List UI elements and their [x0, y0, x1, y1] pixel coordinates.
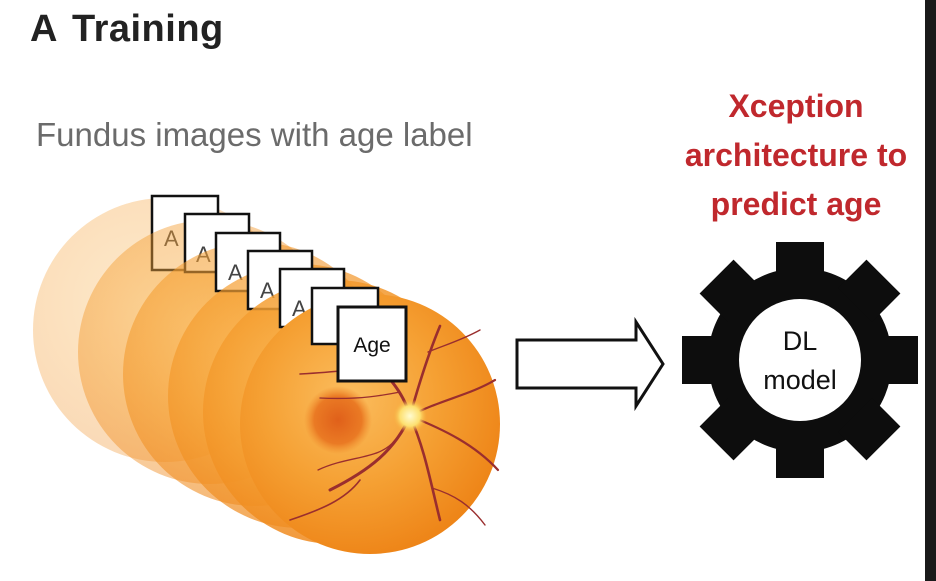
- panel-letter: A: [30, 8, 58, 50]
- model-label-line-2: model: [763, 365, 837, 395]
- model-label-line-1: DL: [783, 326, 818, 356]
- model-caption-line-1: Xception: [728, 88, 864, 124]
- macula: [304, 386, 372, 454]
- fundus-image-front: Age: [240, 286, 500, 554]
- right-border: [925, 0, 936, 581]
- panel-title-text: Training: [71, 8, 224, 50]
- fundus-stack: A A A A A: [33, 194, 500, 554]
- model-caption-line-2: architecture to: [684, 137, 908, 173]
- fundus-images-subtitle: Fundus images with age label: [36, 116, 473, 153]
- panel-title: A Training: [30, 8, 224, 51]
- model-caption-line-3: predict age: [710, 186, 882, 222]
- dl-model-gear: DL model: [682, 242, 918, 478]
- optic-disc: [393, 399, 427, 433]
- age-label-card-front: [336, 305, 408, 383]
- age-label-text: Age: [353, 334, 390, 357]
- gear-center: [739, 299, 861, 421]
- flow-arrow: [515, 316, 665, 412]
- right-arrow-icon: [515, 316, 665, 412]
- age-label-partial: A: [228, 260, 243, 285]
- gear-icon: [682, 242, 918, 478]
- model-caption: Xception architecture to predict age: [668, 82, 924, 229]
